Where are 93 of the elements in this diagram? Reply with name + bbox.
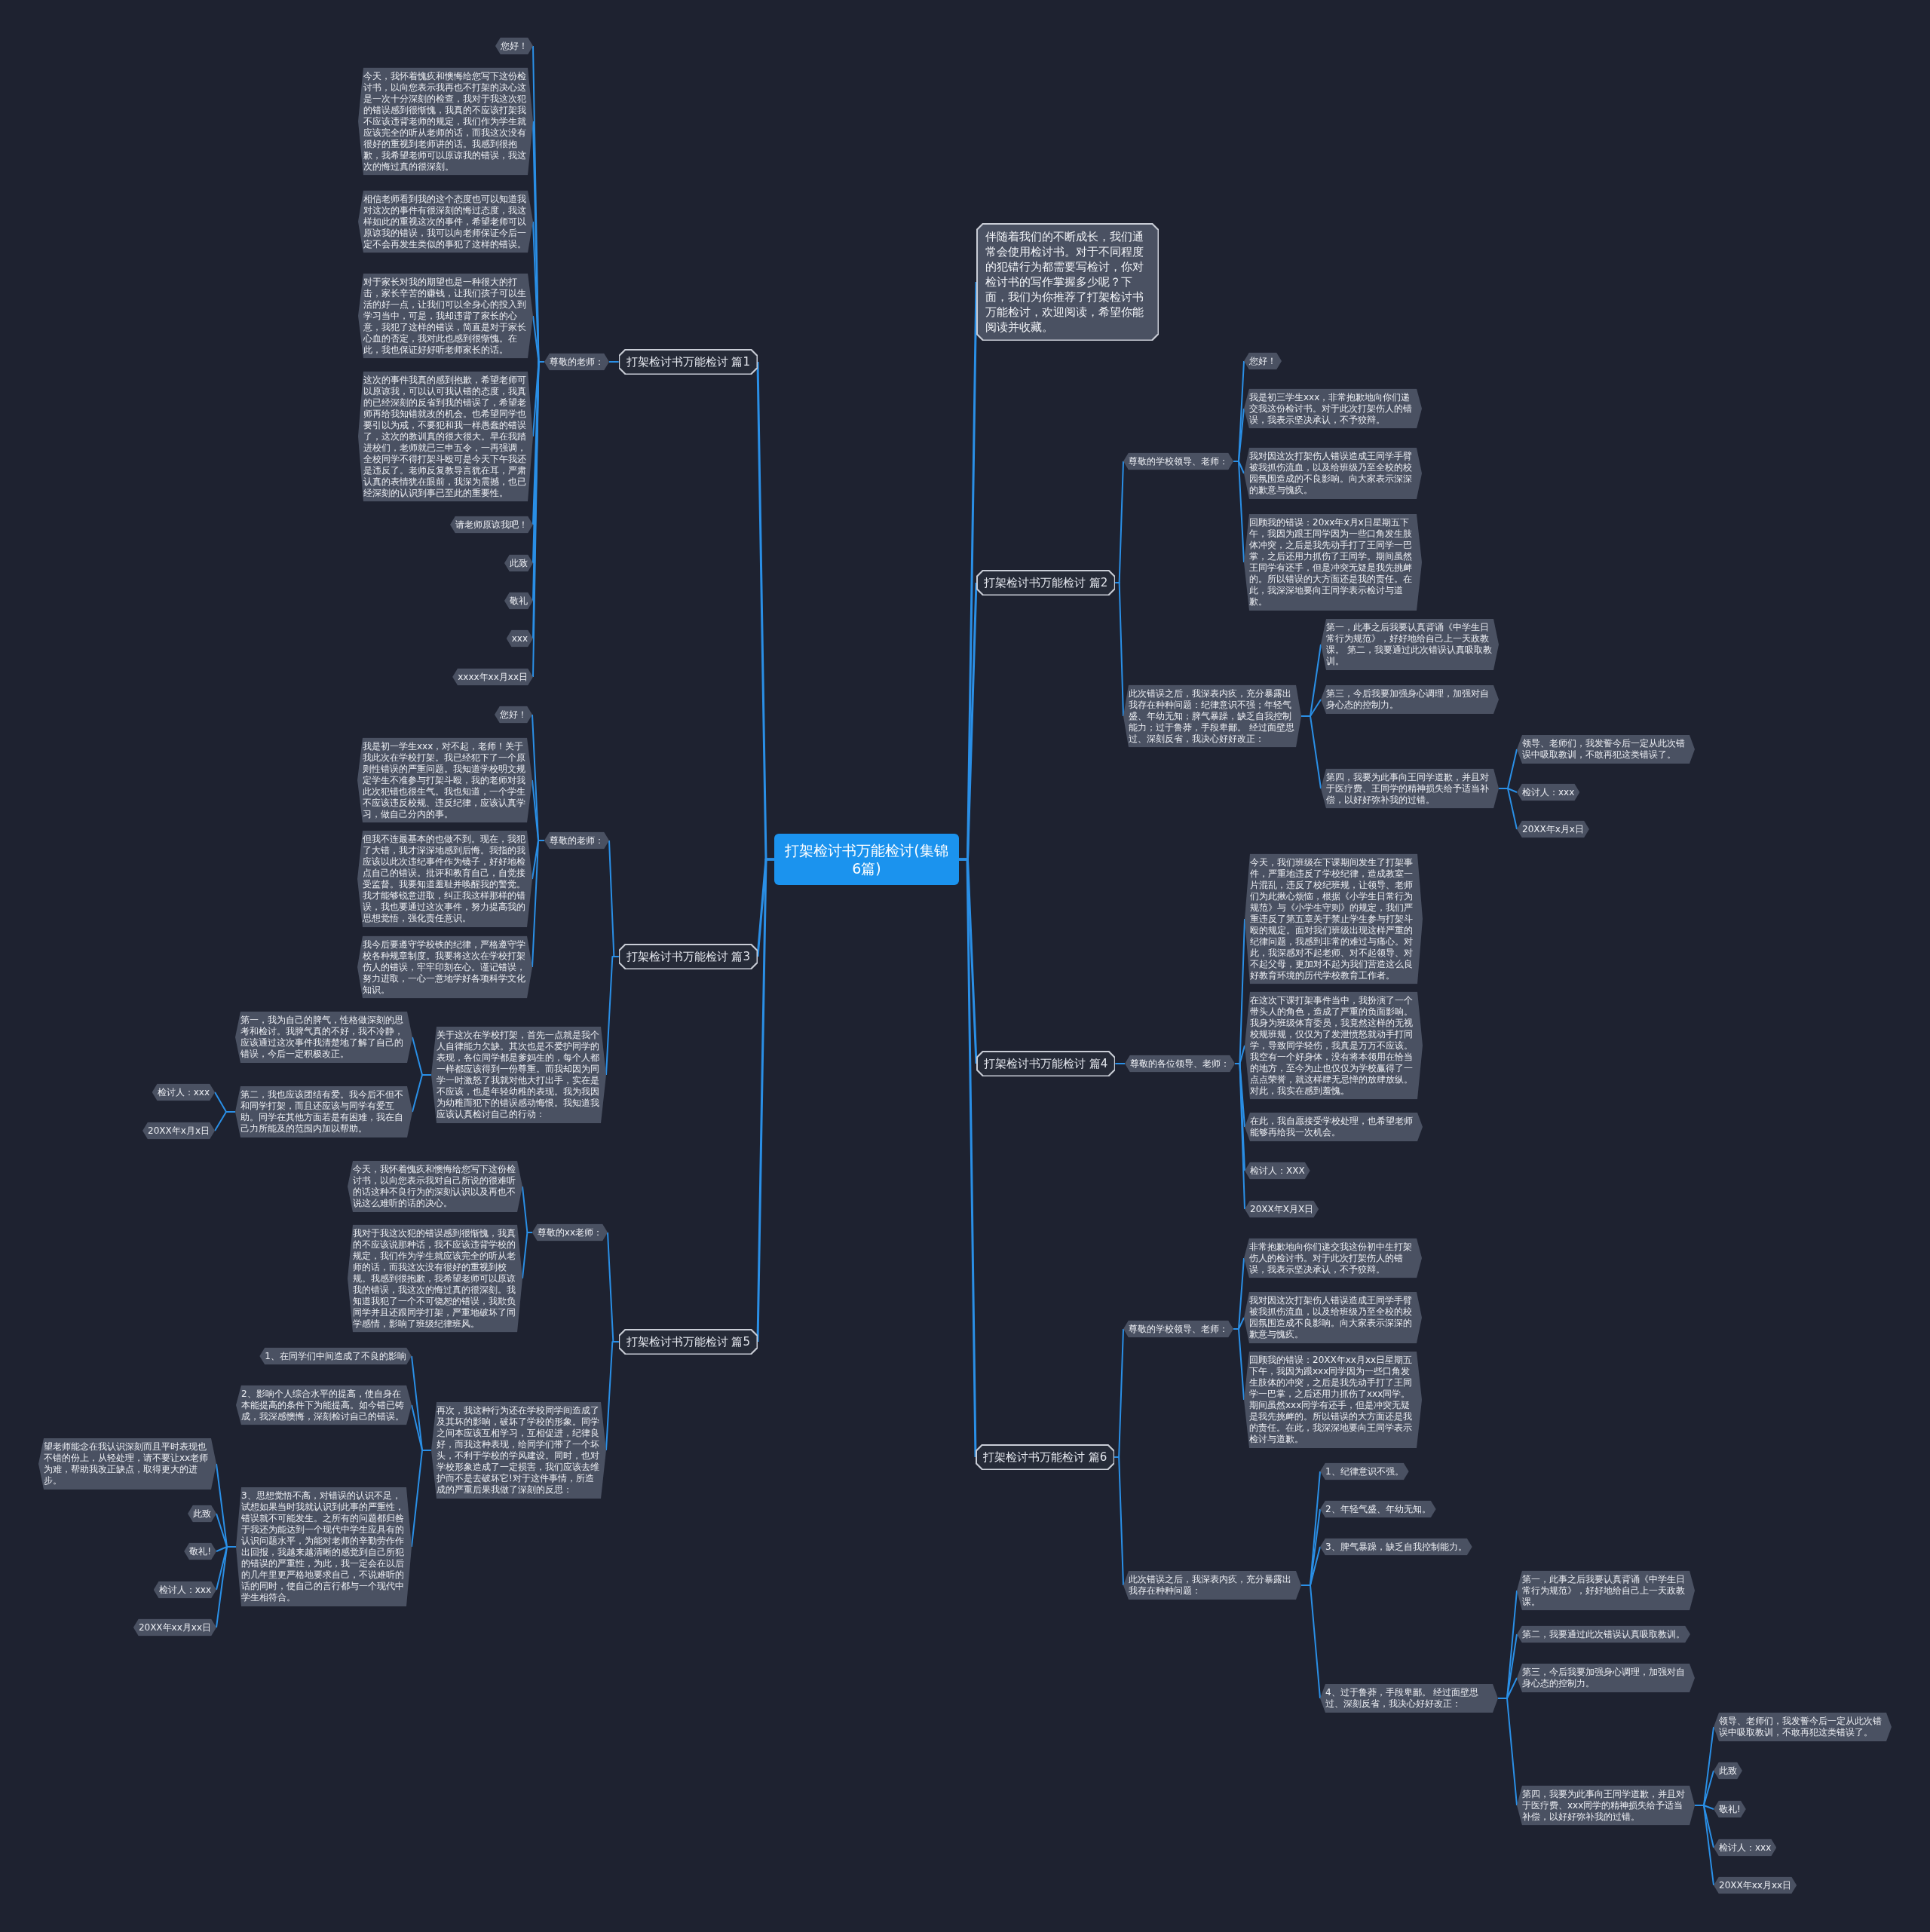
subtopic-node: 尊敬的学校领导、老师：: [1123, 452, 1233, 470]
subtopic-node: 此次错误之后，我深表内疚，充分暴露出我存在种种问题：纪律意识不强；年轻气盛、年幼无知；脾气暴躁，缺乏自我控制能力；过于鲁莽，手段卑鄙。 经过面壁思过、深刻反省，我决心好好改正：: [1123, 684, 1301, 748]
connector-line: [1234, 1063, 1245, 1210]
branch-topic: 打架检讨书万能检讨 篇4: [976, 1051, 1116, 1076]
subtopic-node: 我对因这次打架伤人错误造成王同学手臂被我抓伤流血，以及给班级乃至全校的校园氛围造成的不良影响。向大家表示深深的歉意与愧疚。: [1244, 448, 1422, 499]
connector-line: [411, 1450, 432, 1548]
subtopic-node: xxxx年xx月xx日: [452, 668, 533, 686]
subtopic-node: 20XX年xx月xx日: [133, 1618, 216, 1637]
subtopic-node: 第四，我要为此事向王同学道歉，并且对于医疗费、xxx同学的精神损失给予适当补偿，以好好弥补我的过错。: [1517, 1785, 1695, 1826]
subtopic-node: 请老师原谅我吧！: [450, 516, 533, 534]
subtopic-node: 此次错误之后，我深表内疚，充分暴露出我存在种种问题：: [1123, 1571, 1301, 1600]
subtopic-node: 第一，我为自己的脾气，性格做深刻的思考和检讨。我脾气真的不好，我不冷静，应该通过这次事件我清楚地了解了自己的错误，今后一定积极改正。: [235, 1012, 412, 1063]
subtopic-node: 我是初一学生xxx，对不起，老师！关于我此次在学校打架。我已经犯下了一个原则性错误的严重问题。我知道学校明文规定学生不准参与打架斗殴，我的老师对我此次犯错也很生气。我也知道，一个学生不应该违反校规、违反纪律，应该认真学习，做自己分内的事。: [357, 737, 532, 823]
subtopic-node: 但我不连最基本的也做不到。现在，我犯了大错，我才深深地感到后悔。我指的我应该以此次违纪事件作为镜子，好好地检点自己的错误。批评和教育自己，自觉接受监督。我要知道羞耻并唤醒我的警觉。我才能够锐意进取，纠正我这样那样的错误，我也要通过这次事件，努力提高我的思想觉悟，强化责任意识。: [357, 831, 532, 927]
subtopic-node: 在此，我自愿接受学校处理，也希望老师能够再给我一次机会。: [1245, 1113, 1423, 1141]
subtopic-node: 尊敬的老师：: [544, 831, 609, 850]
subtopic-node: 敬礼!: [1714, 1800, 1746, 1818]
subtopic-node: 今天，我怀着愧疚和懊悔给您写下这份检讨书，以向您表示我再也不打架的决心这是一次十分深刻的检查，我对于我这次犯的错误感到很惭愧，我真的不应该打架我不应该违背老师的规定，我们作为学生就应该完全的听从老师的话，而我这次没有很好的重视到老师讲的话。我感到很抱歉，我希望老师可以原谅我的错误，我这次的悔过真的很深刻。: [358, 67, 533, 176]
central-topic: 打架检讨书万能检讨(集锦6篇): [774, 834, 959, 885]
subtopic-node: 再次，我这种行为还在学校同学间造成了及其坏的影响，破坏了学校的形象。同学之间本应该互相学习，互相促进，纪律良好，而我这种表现，给同学们带了一个坏头，不利于学校的学风建设。同时，也对学校形象造成了一定损害，我们应该去维护而不是去破坏它!对于这件事情，所造成的严重后果我做了深刻的反思：: [431, 1402, 606, 1499]
subtopic-node: 检讨人：XXX: [1245, 1162, 1310, 1180]
connector-line: [412, 1074, 432, 1113]
subtopic-node: 此致: [188, 1505, 216, 1523]
subtopic-node: 第二，我也应该团结有爱。我今后不但不和同学打架，而且还应该与同学有爱互助。同学在其他方面若是有困难，我在自己力所能及的范围内加以帮助。: [235, 1086, 412, 1137]
connector-line: [214, 1111, 236, 1131]
connector-line: [1233, 461, 1245, 563]
connector-line: [1497, 1698, 1518, 1806]
connector-line: [1300, 1584, 1321, 1699]
branch-topic: 打架检讨书万能检讨 篇6: [976, 1444, 1115, 1470]
subtopic-node: 检讨人：xxx: [153, 1581, 216, 1599]
subtopic-node: 第三，今后我要加强身心调理，加强对自身心态的控制力。: [1517, 1664, 1695, 1692]
subtopic-node: 在这次下课打架事件当中，我扮演了一个带头人的角色，造成了严重的负面影响。我身为班级体育委员，我竟然这样的无视校规班规，仅仅为了发泄愤怒就动手打同学，导致同学轻伤，我真是万万不应该。我空有一个好身体，没有将本领用在恰当的地方，至今为止也仅仅为学校赢得了一点点荣誉，就这样肆无忌惮的放肆放纵。对此，我实在感到羞愧。: [1245, 991, 1423, 1100]
subtopic-node: 3、思想觉悟不高，对错误的认识不足，试想如果当时我就认识到此事的严重性，错误就不可能发生。之所有的问题都归咎于我还为能达到一个现代中学生应具有的认识问题水平，为能对老师的辛勤劳作作出回报，我越来越清晰的感觉到自己所犯的错误的严重性，为此，我一定会在以后的几年里更严格地要求自己，不说难听的话的同时，使自己的言行都与一个现代中学生相符合。: [236, 1487, 412, 1606]
subtopic-node: 您好！: [495, 706, 532, 724]
branch-topic: 打架检讨书万能检讨 篇5: [618, 1329, 758, 1355]
subtopic-node: 尊敬的老师：: [544, 353, 609, 371]
connector-line: [532, 840, 545, 968]
subtopic-node: 我是初三学生xxx，非常抱歉地向你们递交我这份检讨书。对于此次打架伤人的错误，我表示坚决承认，不予狡辩。: [1244, 388, 1422, 429]
subtopic-node: 检讨人：xxx: [1714, 1839, 1777, 1857]
subtopic-node: 第一，此事之后我要认真背诵《中学生日常行为规范》，好好地给自己上一天政教课。: [1517, 1570, 1695, 1611]
connector-line: [1300, 715, 1322, 789]
connector-line: [1694, 1805, 1714, 1886]
subtopic-node: 相信老师看到我的这个态度也可以知道我对这次的事件有很深刻的悔过态度，我这样如此的重视这次的事件，希望老师可以原谅我的错误，我可以向老师保证今后一定不会再发生类似的事犯了这样的错误。: [358, 190, 533, 253]
subtopic-node: 您好！: [1244, 352, 1282, 370]
subtopic-node: 20XX年x月x日: [1517, 820, 1589, 838]
subtopic-node: 敬礼: [504, 592, 533, 610]
subtopic-node: 3、脾气暴躁，缺乏自我控制能力。: [1320, 1538, 1472, 1556]
subtopic-node: 第四，我要为此事向王同学道歉，并且对于医疗费、王同学的精神损失给予适当补偿，以好好弥补我的过错。: [1321, 768, 1499, 809]
subtopic-node: 第一，此事之后我要认真背诵《中学生日常行为规范》，好好地给自己上一天政教课。 第二，我要通过此次错误认真吸取教训。: [1321, 619, 1499, 670]
subtopic-node: 领导、老师们，我发誓今后一定从此次错误中吸取教训，不敢再犯这类错误了。: [1714, 1713, 1892, 1741]
subtopic-node: 回顾我的错误：20xx年x月x日星期五下午，我因为跟王同学因为一些口角发生肢体冲突，之后是我先动手打了王同学一巴掌，之后还用力抓伤了王同学。期间虽然王同学有还手，但是冲突无疑是我先挑衅的。所以错误的大方面还是我的责任。在此，我深深地要向王同学表示检讨与道歉。: [1244, 514, 1422, 611]
subtopic-node: 今天，我们班级在下课期间发生了打架事件，严重地违反了学校纪律，造成教室一片混乱，违反了校纪班规，让领导、老师们为此揪心烦恼，根据《小学生日常行为规范》与《小学生守则》的规定，我们严重违反了第五章关于禁止学生参与打架斗殴的规定。面对我们班级出现这样严重的纪律问题，我感到非常的难过与痛心。对此，我深感对不起老师、对不起领导、对不起父母，更加对不起为我们营造这么良好教育环境的历代学校教育工作者。: [1245, 853, 1423, 984]
subtopic-node: 尊敬的学校领导、老师：: [1123, 1320, 1233, 1338]
subtopic-node: 领导、老师们，我发誓今后一定从此次错误中吸取教训，不敢再犯这类错误了。: [1517, 735, 1695, 764]
subtopic-node: 此致: [1714, 1762, 1742, 1780]
subtopic-node: 敬礼!: [184, 1542, 216, 1560]
connector-line: [1498, 788, 1518, 830]
subtopic-node: 20XX年xx月xx日: [1714, 1876, 1797, 1894]
subtopic-node: 检讨人：xxx: [1517, 783, 1580, 801]
subtopic-node: 对于家长对我的期望也是一种很大的打击，家长辛苦的赚钱，让我们孩子可以生活的好一点，让我们可以全身心的投入到学习当中，可是，我却违背了家长的心意，我犯了这样的错误，简直是对于家长心血的否定，我对此也感到很惭愧。在此，我也保证好好听老师家长的话。: [358, 273, 533, 359]
connector-line: [216, 1546, 237, 1628]
subtopic-node: 检讨人：xxx: [152, 1083, 215, 1101]
subtopic-node: 今天，我怀着愧疚和懊悔给您写下这份检讨书，以向您表示我对自己所说的很难听的话这种不良行为的深刻认识以及再也不说这么难听的话的决心。: [348, 1161, 522, 1212]
branch-topic: 打架检讨书万能检讨 篇1: [618, 349, 758, 375]
subtopic-node: 这次的事件我真的感到抱歉，希望老师可以原谅我，可以认可我认错的态度，我真的已经深刻的反省到我的错误了，希望老师再给我知错就改的机会。也希望同学也要引以为戒，不要犯和我一样愚蠢的错误了，这次的教训真的很大很大。早在我踏进校们，老师就已三申五令，一再强调，全校同学不得打架斗殴可是今天下午我还是违反了。老师反复教导言犹在耳，严肃认真的表情犹在眼前，我深为震撼，也已经深刻的认识到事已至此的重要性。: [358, 371, 533, 502]
subtopic-node: 尊敬的各位领导、老师：: [1125, 1055, 1235, 1073]
subtopic-node: 20XX年X月X日: [1245, 1200, 1319, 1218]
connector-line: [1233, 1328, 1245, 1401]
subtopic-node: 1、纪律意识不强。: [1320, 1462, 1409, 1480]
subtopic-node: 望老师能念在我认识深刻而且平时表现也不错的份上，从轻处理，请不要让xx老师为难，帮助我改正缺点，取得更大的进步。: [38, 1438, 216, 1490]
subtopic-node: 非常抱歉地向你们递交我这份初中生打架伤人的检讨书。对于此次打架伤人的错误，我表示坚决承认，不予狡辩。: [1244, 1238, 1422, 1278]
subtopic-node: 回顾我的错误：20XX年xx月xx日星期五下午，我因为跟xxx同学因为一些口角发生肢体的冲突，之后是我先动手打了王同学一巴掌，之后还用力抓伤了xxx同学。期间虽然xxx同学有还手，但是冲突无疑是我先挑衅的。所以错误的大方面还是我的责任。在此，我深深地要向王同学表示检讨与道歉。: [1244, 1352, 1422, 1448]
subtopic-node: 2、年轻气盛、年幼无知。: [1320, 1500, 1436, 1518]
connector-line: [608, 361, 620, 363]
branch-topic: 打架检讨书万能检讨 篇3: [618, 944, 758, 969]
subtopic-node: 1、在同学们中间造成了不良的影响: [259, 1347, 412, 1365]
branch-topic: 打架检讨书万能检讨 篇2: [976, 570, 1116, 596]
connector-line: [1114, 1063, 1126, 1064]
subtopic-node: 我对因这次打架伤人错误造成王同学手臂被我抓伤流血，以及给班级乃至全校的校园氛围造成不良影响。向大家表示深深的歉意与愧疚。: [1244, 1292, 1422, 1343]
subtopic-node: 第三，今后我要加强身心调理，加强对自身心态的控制力。: [1321, 685, 1499, 714]
subtopic-node: xxx: [506, 629, 533, 648]
subtopic-node: 我对于我这次犯的错误感到很惭愧，我真的不应该说那种话，我不应该违背学校的规定，我们作为学生就应该完全的听从老师的话，而我这次没有很好的重视到校规。我感到很抱歉，我希望老师可以原谅我的错误，我这次的悔过真的很深刻。我知道我犯了一个不可饶恕的错误，我欺负同学并且还跟同学打架，严重地破坏了同学感情，影响了班级纪律班风。: [348, 1224, 522, 1333]
subtopic-node: 尊敬的xx老师：: [532, 1223, 608, 1242]
subtopic-node: 4、过于鲁莽，手段卑鄙。 经过面壁思过、深刻反省，我决心好好改正：: [1320, 1684, 1498, 1713]
subtopic-node: 关于这次在学校打架，首先一点就是我个人自律能力欠缺。其次也是不爱护同学的表现，各位同学都是爹妈生的，每个人都一样都应该得到一份尊重。而我却因为同学一时激怒了我就对他大打出手，实在是不应该，也是年轻幼稚的表现。我为我因为幼稚而犯下的错误感动悔恨。我知道我应该认真检讨自己的行动：: [431, 1027, 606, 1123]
subtopic-node: 20XX年x月x日: [142, 1122, 215, 1140]
subtopic-node: 2、影响个人综合水平的提高，使自身在本能提高的条件下为能提高。如今错已铸成，我深感懊悔，深刻检讨自己的错误。: [236, 1385, 412, 1425]
subtopic-node: 第二，我要通过此次错误认真吸取教训。: [1517, 1625, 1690, 1643]
connector-line: [959, 858, 977, 1458]
subtopic-node: 您好！: [495, 37, 533, 55]
subtopic-node: 我今后要遵守学校铁的纪律，严格遵守学校各种规章制度。我要将这次在学校打架伤人的错误，牢牢印刻在心。谨记错误，努力进取，一心一意地学好各项科学文化知识。: [357, 935, 532, 999]
subtopic-node: 此致: [504, 554, 533, 572]
intro-note: 伴随着我们的不断成长，我们通常会使用检讨书。对于不同程度的犯错行为都需要写检讨，你对检讨书的写作掌握多少呢？下面，我们为你推荐了打架检讨书万能检讨，欢迎阅读，希望你能阅读并收藏。: [976, 223, 1159, 341]
